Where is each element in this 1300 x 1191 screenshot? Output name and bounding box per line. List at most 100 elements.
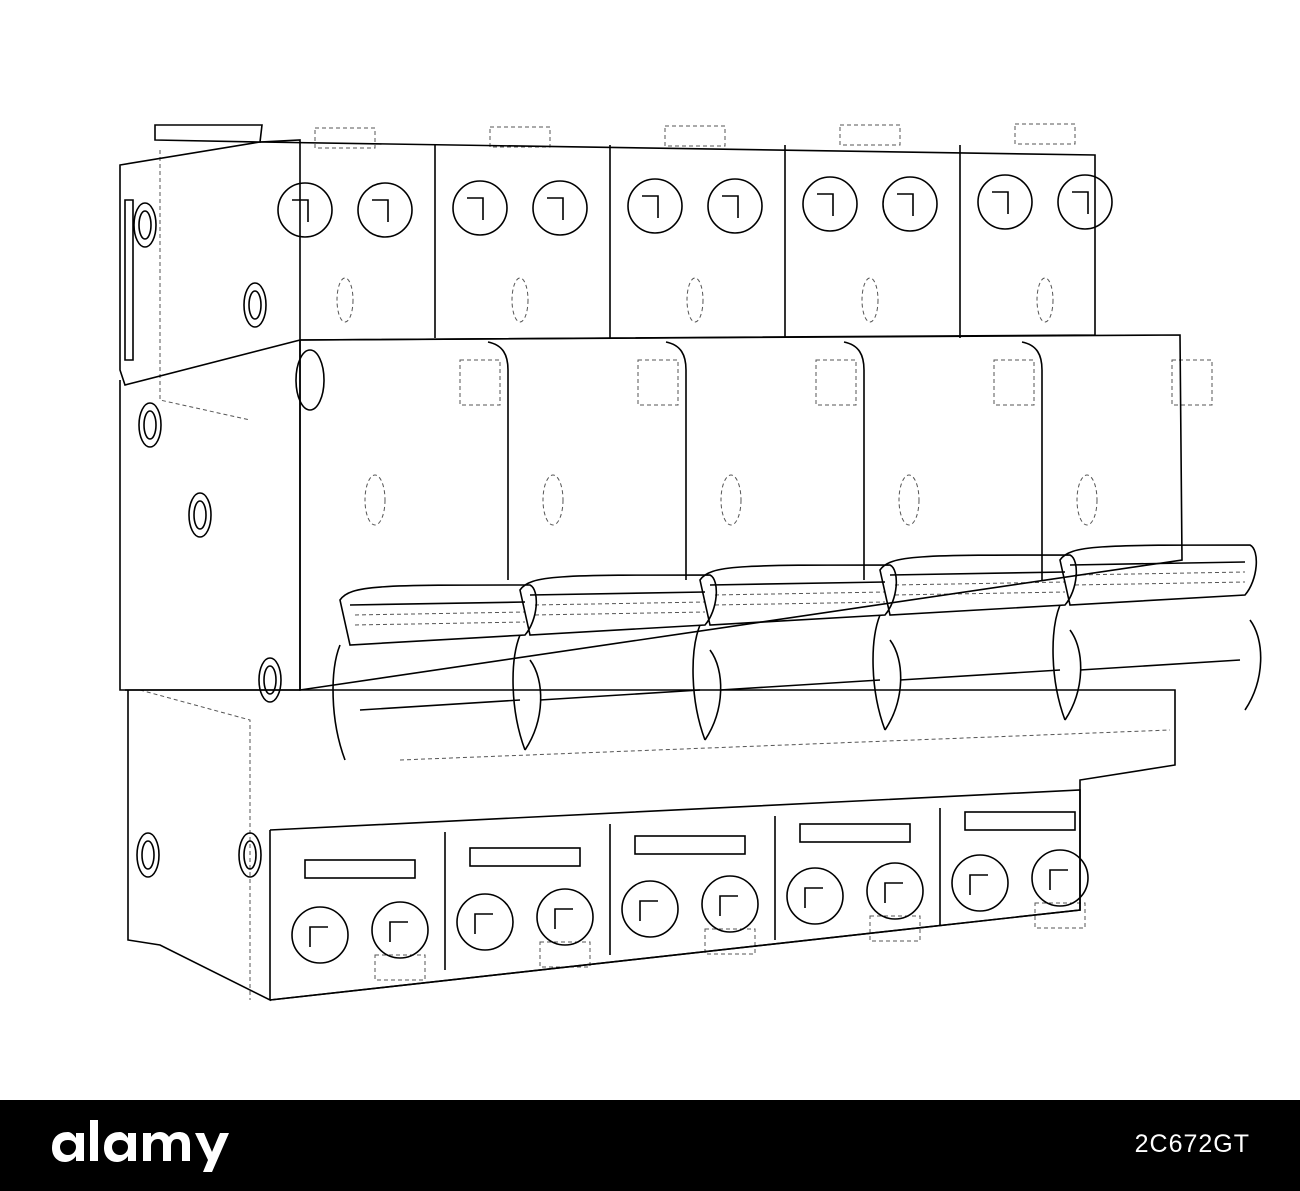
left-side-rail-clip bbox=[124, 199, 134, 361]
top-hidden-pin bbox=[511, 277, 529, 323]
cover-pole-divider bbox=[665, 341, 687, 580]
lever-housing-curve bbox=[1244, 619, 1262, 711]
top-cap-hidden bbox=[489, 126, 551, 148]
top-screw-hole-right bbox=[1057, 174, 1113, 230]
side-rivet bbox=[136, 832, 160, 878]
bottom-screw-slot bbox=[884, 882, 903, 903]
brand-logo bbox=[50, 1118, 270, 1174]
bottom-screw-slot bbox=[474, 913, 493, 934]
cover-pole-divider bbox=[1021, 341, 1043, 580]
bottom-screw-hole-right bbox=[701, 875, 759, 933]
toggle-lever-edge bbox=[1069, 561, 1246, 566]
top-hidden-pin bbox=[336, 277, 354, 323]
lever-housing-line bbox=[1079, 659, 1241, 671]
side-rivet-inner bbox=[141, 840, 155, 870]
top-screw-hole-left bbox=[452, 180, 508, 236]
top-screw-hole-right bbox=[882, 176, 938, 232]
top-screw-hole-right bbox=[707, 178, 763, 234]
toggle-lever bbox=[699, 564, 898, 626]
cover-hidden-block bbox=[637, 359, 679, 406]
toggle-lever-edge bbox=[709, 581, 886, 586]
bottom-screw-hole-left bbox=[951, 854, 1009, 912]
cover-pole-divider bbox=[843, 341, 865, 580]
bottom-screw-slot bbox=[1049, 869, 1068, 890]
side-rivet-inner bbox=[243, 840, 257, 870]
toggle-lever-grip bbox=[894, 581, 1066, 586]
side-rivet bbox=[243, 282, 267, 328]
top-hidden-pin bbox=[686, 277, 704, 323]
cover-hidden-block bbox=[993, 359, 1035, 406]
toggle-lever-grip bbox=[354, 621, 526, 626]
bottom-terminal-window bbox=[799, 823, 911, 843]
bottom-screw-slot bbox=[639, 900, 658, 921]
bottom-terminal-window bbox=[634, 835, 746, 855]
bottom-screw-slot bbox=[554, 908, 573, 929]
lever-housing-curve bbox=[704, 649, 722, 741]
top-cap-hidden bbox=[664, 125, 726, 147]
top-screw-hole-left bbox=[627, 178, 683, 234]
side-rivet-inner bbox=[143, 410, 157, 440]
lever-housing-curve bbox=[884, 639, 902, 731]
side-rivet bbox=[133, 202, 157, 248]
side-rivet bbox=[258, 657, 282, 703]
top-cap-hidden bbox=[314, 127, 376, 149]
side-rivet bbox=[188, 492, 212, 538]
top-screw-slot bbox=[897, 193, 914, 216]
bottom-hidden-clamp bbox=[374, 954, 426, 981]
left-side-lower bbox=[127, 690, 271, 1002]
lever-housing-curve bbox=[872, 614, 886, 731]
lever-housing-curve bbox=[692, 624, 706, 741]
lever-housing-curve bbox=[332, 644, 346, 761]
cover-hidden-block bbox=[1171, 359, 1213, 406]
bottom-screw-slot bbox=[969, 874, 988, 895]
top-screw-slot bbox=[547, 197, 564, 220]
toggle-lever-grip bbox=[714, 601, 886, 606]
side-rivet bbox=[295, 349, 325, 411]
lever-housing-line bbox=[539, 689, 701, 701]
toggle-lever bbox=[339, 584, 538, 646]
bottom-screw-hole-left bbox=[291, 906, 349, 964]
bottom-hidden-clamp bbox=[704, 928, 756, 955]
toggle-lever-edge bbox=[889, 571, 1066, 576]
bottom-screw-hole-right bbox=[866, 862, 924, 920]
left-side-middle bbox=[119, 340, 301, 691]
top-screw-slot bbox=[642, 195, 659, 218]
side-rivet bbox=[238, 832, 262, 878]
top-screw-slot bbox=[722, 195, 739, 218]
cover-hidden-pin bbox=[364, 474, 386, 526]
side-rivet-inner bbox=[138, 210, 152, 240]
illustration-canvas bbox=[119, 123, 1262, 1002]
top-screw-slot bbox=[1072, 191, 1089, 214]
bottom-terminal-window bbox=[964, 811, 1076, 831]
bottom-screw-slot bbox=[719, 895, 738, 916]
bottom-hidden-clamp bbox=[1034, 902, 1086, 929]
top-screw-slot bbox=[372, 199, 389, 222]
top-screw-slot bbox=[992, 191, 1009, 214]
cover-pole-divider bbox=[487, 341, 509, 580]
bottom-hidden-clamp bbox=[869, 915, 921, 942]
toggle-lever-grip bbox=[354, 611, 526, 616]
hidden-internal bbox=[159, 150, 251, 421]
lower-block-outline bbox=[125, 689, 1176, 1001]
watermark-footer: 2C672GT bbox=[0, 1100, 1300, 1191]
lever-housing-curve bbox=[1064, 629, 1082, 721]
bottom-screw-hole-right bbox=[371, 901, 429, 959]
toggle-lever-grip bbox=[714, 591, 886, 596]
bottom-terminal-window bbox=[469, 847, 581, 867]
toggle-lever-grip bbox=[894, 591, 1066, 596]
top-screw-hole-right bbox=[532, 180, 588, 236]
hidden-internal bbox=[139, 689, 251, 1000]
toggle-lever bbox=[519, 574, 718, 636]
lever-housing-line bbox=[899, 669, 1061, 681]
bottom-screw-hole-right bbox=[536, 888, 594, 946]
toggle-lever-grip bbox=[1074, 581, 1246, 586]
bottom-screw-hole-left bbox=[786, 867, 844, 925]
toggle-lever bbox=[879, 554, 1078, 616]
cover-hidden-block bbox=[815, 359, 857, 406]
toggle-lever-grip bbox=[534, 601, 706, 606]
cover-hidden-block bbox=[459, 359, 501, 406]
alamy-logo-icon bbox=[52, 1120, 229, 1172]
top-screw-slot bbox=[467, 197, 484, 220]
top-cap-hidden bbox=[839, 124, 901, 146]
lever-housing-curve bbox=[512, 634, 526, 751]
